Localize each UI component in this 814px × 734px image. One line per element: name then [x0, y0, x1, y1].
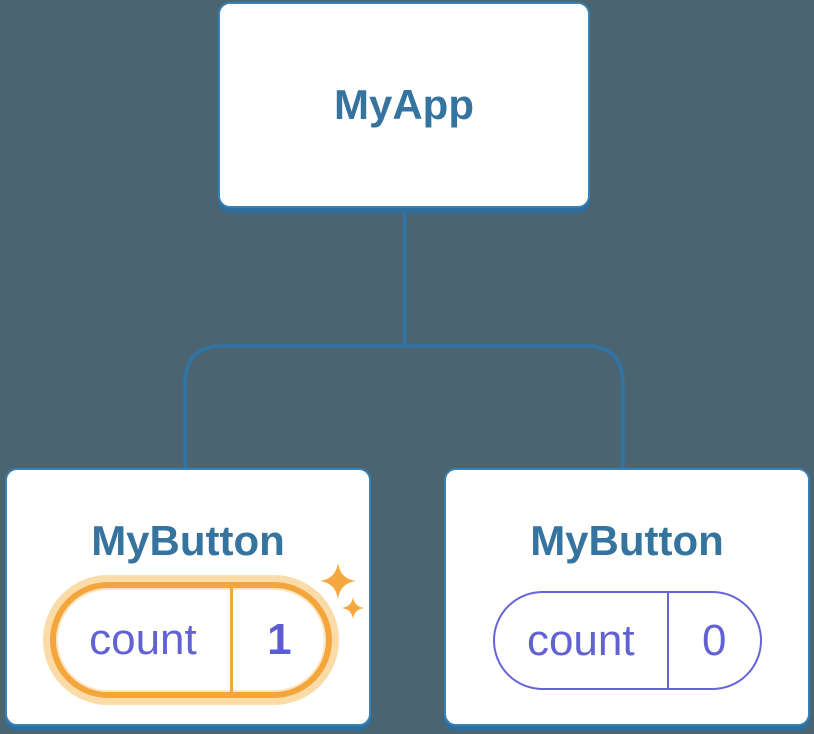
state-name-label: count — [526, 615, 635, 665]
node-title: MyApp — [334, 81, 474, 128]
node-title: MyButton — [91, 517, 285, 564]
node-title: MyButton — [530, 517, 724, 564]
state-value: 1 — [267, 615, 292, 664]
tree-node-mybutton-2: MyButton count 0 — [444, 468, 810, 726]
state-name-label: count — [89, 615, 197, 664]
children-branch-connector — [183, 344, 625, 471]
state-value: 0 — [702, 615, 727, 665]
state-pill: count 0 — [493, 591, 762, 690]
state-pill-highlighted: count 1 — [50, 582, 332, 698]
tree-node-mybutton-1: MyButton count 1 — [5, 468, 371, 726]
tree-node-myapp: MyApp — [218, 2, 590, 208]
state-name-cell: count — [495, 593, 669, 688]
state-value-cell: 1 — [233, 588, 326, 692]
sparkle-icon-large — [320, 563, 356, 599]
state-name-cell: count — [56, 588, 233, 692]
sparkle-icon-small — [342, 597, 364, 619]
state-value-cell: 0 — [669, 593, 760, 688]
